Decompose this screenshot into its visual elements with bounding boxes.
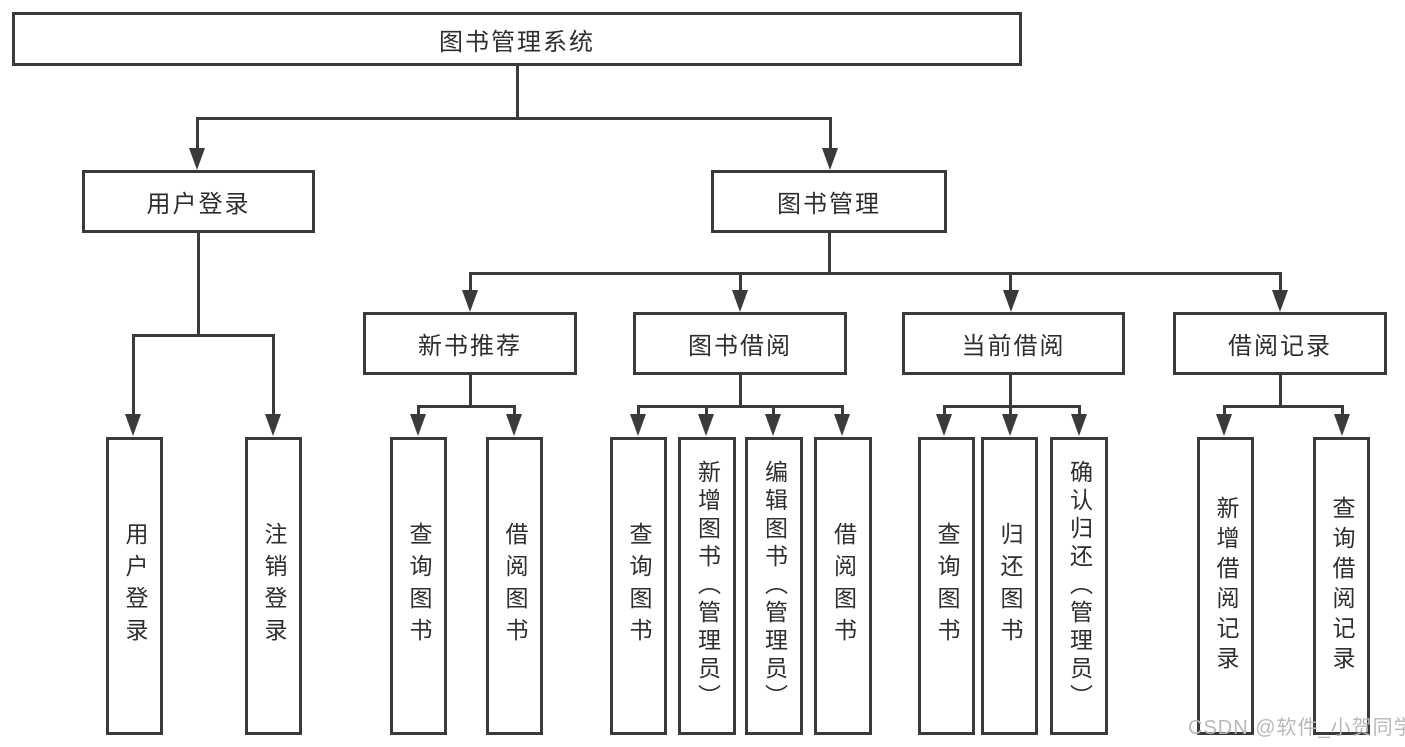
connector-line: [469, 272, 472, 292]
connector-line: [637, 405, 844, 408]
node-root: 图书管理系统: [12, 12, 1022, 66]
node-new-book-recommend: 新书推荐: [363, 312, 577, 375]
connector-line: [1223, 405, 1344, 408]
connector-line: [1279, 374, 1282, 406]
node-user-login-label: 用户登录: [146, 191, 251, 218]
connector-line: [637, 405, 640, 416]
node-book-management: 图书管理: [711, 170, 947, 233]
connector-line: [1223, 405, 1226, 416]
leaf-add-borrow-record-label: 新增借阅记录: [1213, 496, 1239, 676]
leaf-query-borrow-record: 查询借阅记录: [1313, 437, 1370, 735]
connector-line: [196, 117, 832, 120]
leaf-edit-books-admin: 编辑图书（管理员）: [745, 437, 803, 735]
leaf-add-books-admin-label: 新增图书（管理员）: [694, 460, 721, 712]
leaf-borrow-books-label: 借阅图书: [830, 522, 857, 650]
node-book-borrow: 图书借阅: [633, 312, 847, 375]
connector-line: [1009, 374, 1012, 406]
connector-line: [272, 334, 275, 416]
arrowhead-down-icon: [834, 414, 850, 436]
leaf-return-books-label: 归还图书: [997, 522, 1023, 650]
connector-line: [516, 66, 519, 118]
connector-line: [513, 405, 516, 416]
leaf-user-login: 用户登录: [106, 437, 163, 735]
connector-line: [469, 374, 472, 406]
connector-line: [841, 405, 844, 416]
connector-line: [943, 405, 946, 416]
connector-line: [417, 405, 420, 416]
node-book-management-label: 图书管理: [777, 191, 881, 218]
connector-line: [132, 334, 275, 337]
connector-line: [132, 334, 135, 416]
leaf-recommend-borrow-books: 借阅图书: [486, 437, 543, 735]
arrowhead-down-icon: [462, 290, 478, 312]
arrowhead-down-icon: [1002, 414, 1018, 436]
node-user-login: 用户登录: [82, 170, 315, 233]
connector-line: [196, 117, 199, 150]
connector-line: [1078, 405, 1081, 416]
leaf-query-borrow-record-label: 查询借阅记录: [1329, 496, 1355, 676]
arrowhead-down-icon: [410, 414, 426, 436]
node-new-book-recommend-label: 新书推荐: [418, 333, 522, 360]
node-current-borrow-label: 当前借阅: [961, 333, 1066, 360]
leaf-logout: 注销登录: [245, 437, 302, 735]
connector-line: [705, 405, 708, 416]
connector-line: [197, 232, 200, 335]
node-current-borrow: 当前借阅: [902, 312, 1125, 375]
node-book-borrow-label: 图书借阅: [688, 333, 792, 360]
connector-line: [829, 117, 832, 150]
leaf-logout-label: 注销登录: [261, 522, 287, 650]
arrowhead-down-icon: [506, 414, 522, 436]
connector-line: [1009, 272, 1012, 292]
csdn-watermark: CSDN @软件_小贺同学: [1188, 717, 1405, 739]
leaf-recommend-borrow-books-label: 借阅图书: [502, 522, 528, 650]
leaf-borrow-query-books-label: 查询图书: [626, 522, 652, 650]
leaf-borrow-books: 借阅图书: [814, 437, 872, 735]
arrowhead-down-icon: [1216, 414, 1232, 436]
arrowhead-down-icon: [1334, 414, 1350, 436]
leaf-add-borrow-record: 新增借阅记录: [1197, 437, 1254, 735]
arrowhead-down-icon: [189, 148, 205, 170]
connector-line: [739, 272, 742, 292]
leaf-current-query-books-label: 查询图书: [934, 522, 960, 650]
connector-line: [1009, 405, 1012, 416]
leaf-confirm-return-admin-label: 确认归还（管理员）: [1066, 460, 1093, 712]
node-borrow-records-label: 借阅记录: [1228, 333, 1332, 360]
arrowhead-down-icon: [125, 414, 141, 436]
connector-line: [828, 232, 831, 273]
arrowhead-down-icon: [1003, 290, 1019, 312]
arrowhead-down-icon: [822, 148, 838, 170]
connector-line: [1279, 272, 1282, 292]
connector-line: [417, 405, 516, 408]
connector-line: [739, 374, 742, 406]
leaf-confirm-return-admin: 确认归还（管理员）: [1050, 437, 1108, 735]
leaf-return-books: 归还图书: [981, 437, 1038, 735]
connector-line: [469, 272, 1282, 275]
node-root-label: 图书管理系统: [439, 28, 595, 56]
leaf-recommend-query-books: 查询图书: [390, 437, 447, 735]
arrowhead-down-icon: [732, 290, 748, 312]
arrowhead-down-icon: [698, 414, 714, 436]
leaf-current-query-books: 查询图书: [918, 437, 975, 735]
connector-line: [943, 405, 1081, 408]
arrowhead-down-icon: [936, 414, 952, 436]
arrowhead-down-icon: [1071, 414, 1087, 436]
connector-line: [772, 405, 775, 416]
leaf-user-login-label: 用户登录: [122, 522, 148, 650]
arrowhead-down-icon: [630, 414, 646, 436]
leaf-borrow-query-books: 查询图书: [610, 437, 667, 735]
arrowhead-down-icon: [1272, 290, 1288, 312]
leaf-recommend-query-books-label: 查询图书: [406, 522, 432, 650]
node-borrow-records: 借阅记录: [1173, 312, 1387, 375]
arrowhead-down-icon: [765, 414, 781, 436]
connector-line: [1341, 405, 1344, 416]
leaf-add-books-admin: 新增图书（管理员）: [678, 437, 736, 735]
leaf-edit-books-admin-label: 编辑图书（管理员）: [761, 460, 788, 712]
arrowhead-down-icon: [265, 414, 281, 436]
